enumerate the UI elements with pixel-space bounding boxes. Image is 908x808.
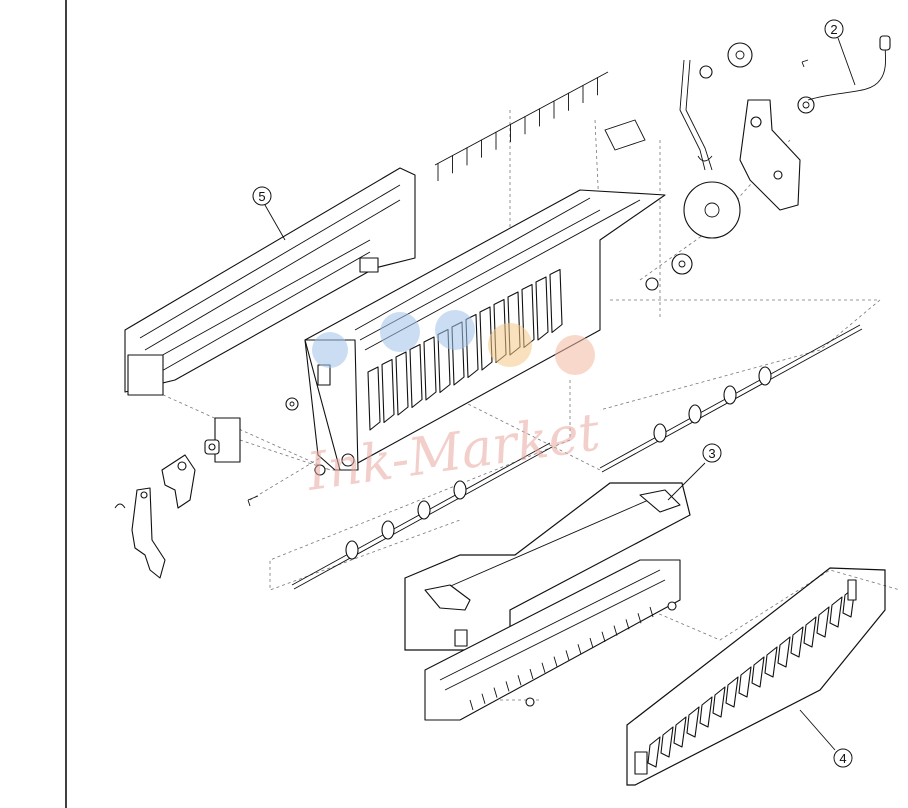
guide-tooth <box>541 662 546 673</box>
deflector-finger <box>751 656 765 688</box>
guide-tooth <box>481 693 486 704</box>
deflector-finger <box>712 686 726 718</box>
callout-2-label: 2 <box>830 22 837 37</box>
lower-guide-part <box>424 559 681 721</box>
frame-rib <box>381 358 395 424</box>
deflector-finger <box>790 626 804 658</box>
guide-tooth <box>649 606 654 618</box>
guide-tooth <box>625 619 630 630</box>
right-roller-shaft-part <box>599 324 863 473</box>
deflector-finger <box>647 736 661 768</box>
deflector-finger <box>673 716 687 748</box>
callout-4: 4 <box>833 748 853 768</box>
frame-rib <box>367 366 381 431</box>
guide-tooth <box>553 656 558 667</box>
frame-rib <box>409 343 423 409</box>
guide-tooth <box>565 650 570 661</box>
watermark-dot-peach <box>555 335 595 375</box>
guide-tooth <box>469 699 474 711</box>
guide-tooth <box>601 631 606 642</box>
frame-rib <box>535 276 549 341</box>
watermark-dot-blue <box>312 332 348 368</box>
deflector-finger <box>803 616 817 648</box>
callout-3-label: 3 <box>708 446 715 461</box>
callout-4-label: 4 <box>839 751 846 766</box>
roller <box>758 366 772 386</box>
watermark-dot-blue <box>435 310 475 350</box>
callout-3: 3 <box>702 443 722 463</box>
guide-tooth <box>637 613 642 624</box>
left-lever-part <box>114 454 259 579</box>
deflector-finger <box>816 606 830 638</box>
guide-tooth <box>613 625 618 636</box>
deflector-finger <box>725 676 739 708</box>
callout-5-label: 5 <box>258 189 265 204</box>
part-4-outline <box>626 567 886 786</box>
comb-strip-part <box>434 71 609 181</box>
callout-2: 2 <box>824 19 844 39</box>
left-roller-shaft-part <box>291 442 553 590</box>
left-bracket-part <box>204 397 299 463</box>
frame-rib <box>549 268 563 334</box>
guide-tooth <box>589 637 594 649</box>
deflector-finger <box>686 706 700 738</box>
deflector-finger <box>738 666 752 698</box>
guide-tooth <box>493 687 498 698</box>
cable-assembly-part <box>807 35 891 101</box>
deflector-finger <box>660 726 674 758</box>
part-3-outline <box>404 482 691 651</box>
roller <box>688 404 702 424</box>
callout-leaders <box>264 37 856 751</box>
watermark-dot-blue <box>380 312 420 352</box>
callout-5: 5 <box>252 186 272 206</box>
watermark-dot-orange <box>488 323 532 367</box>
roller <box>345 540 359 560</box>
roller <box>417 500 431 520</box>
deflector-finger <box>764 646 778 678</box>
frame-rib <box>479 306 493 371</box>
frame-rib <box>423 336 437 401</box>
roller <box>653 423 667 443</box>
guide-tooth <box>577 644 582 655</box>
frame-rib <box>395 351 409 416</box>
gear-cluster-part <box>604 42 815 291</box>
deflector-finger <box>699 696 713 728</box>
main-frame-part <box>304 189 666 476</box>
deflector-finger <box>829 596 843 628</box>
guide-tooth <box>505 681 510 692</box>
guide-tooth <box>529 668 534 680</box>
side-rail-part <box>124 167 416 396</box>
roller <box>723 385 737 405</box>
guide-tooth <box>517 675 522 686</box>
deflector-finger <box>777 636 791 668</box>
roller <box>453 480 467 500</box>
roller <box>381 520 395 540</box>
